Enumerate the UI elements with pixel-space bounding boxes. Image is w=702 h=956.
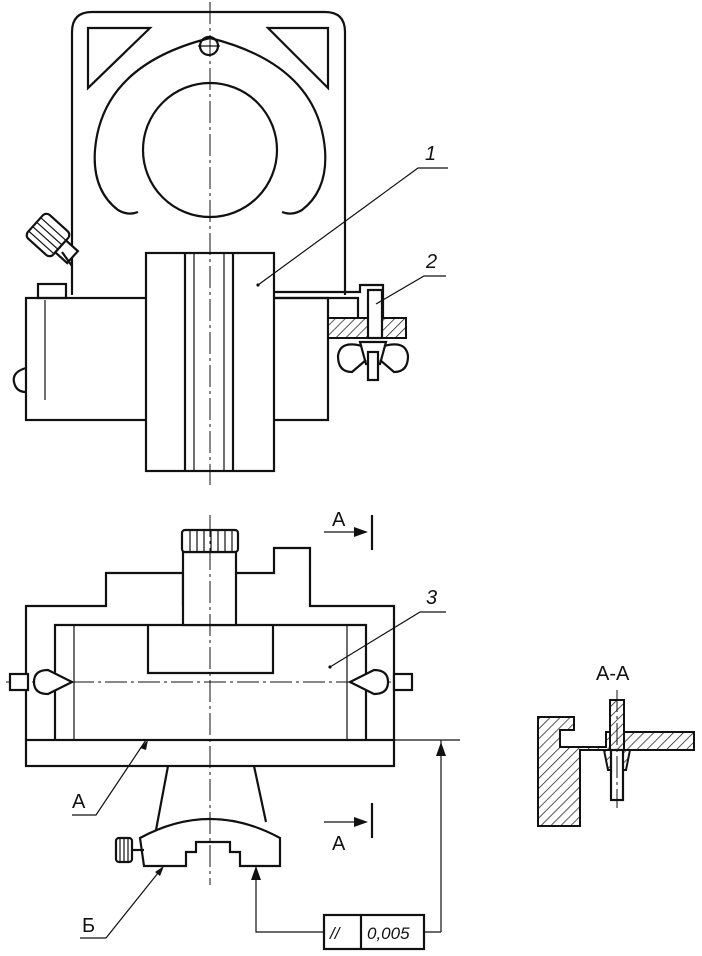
tolerance-value: 0,005 — [367, 924, 410, 943]
section-mark-bottom-label: А — [332, 833, 346, 855]
label-part-3: 3 — [426, 587, 437, 609]
label-part-1: 1 — [425, 143, 436, 165]
base-lug — [12, 366, 27, 394]
leader-3 — [329, 611, 446, 668]
side-knob — [25, 212, 80, 265]
section-mark-top-label: А — [332, 509, 346, 531]
section-profile — [537, 716, 695, 827]
dovetail-holder — [138, 818, 282, 868]
label-datum-b: Б — [82, 915, 95, 937]
section-title: А-А — [596, 663, 630, 685]
leader-datum-a — [72, 739, 147, 816]
leader-1 — [257, 167, 448, 286]
front-view: А А 3 А Б // 0,005 — [6, 509, 460, 951]
leader-2 — [375, 275, 446, 305]
corner-window-left — [86, 26, 153, 91]
label-datum-a: А — [72, 791, 86, 813]
label-part-2: 2 — [425, 251, 437, 273]
stand-frame — [70, 10, 347, 295]
tolerance-leader — [255, 866, 324, 933]
pin-left — [8, 668, 75, 696]
section-mark-top: А — [324, 509, 374, 550]
tolerance-symbol: // — [329, 924, 342, 943]
tolerance-frame: // 0,005 — [322, 913, 426, 951]
leader-datum-b — [80, 867, 163, 939]
pin-right — [347, 668, 414, 696]
corner-window-right — [265, 26, 330, 91]
section-mark-bottom: А — [324, 803, 374, 855]
outer-frame-left — [24, 571, 185, 740]
top-view: 1 2 — [12, 2, 448, 485]
outer-frame-right — [236, 546, 396, 740]
section-view: А-А — [537, 663, 695, 827]
